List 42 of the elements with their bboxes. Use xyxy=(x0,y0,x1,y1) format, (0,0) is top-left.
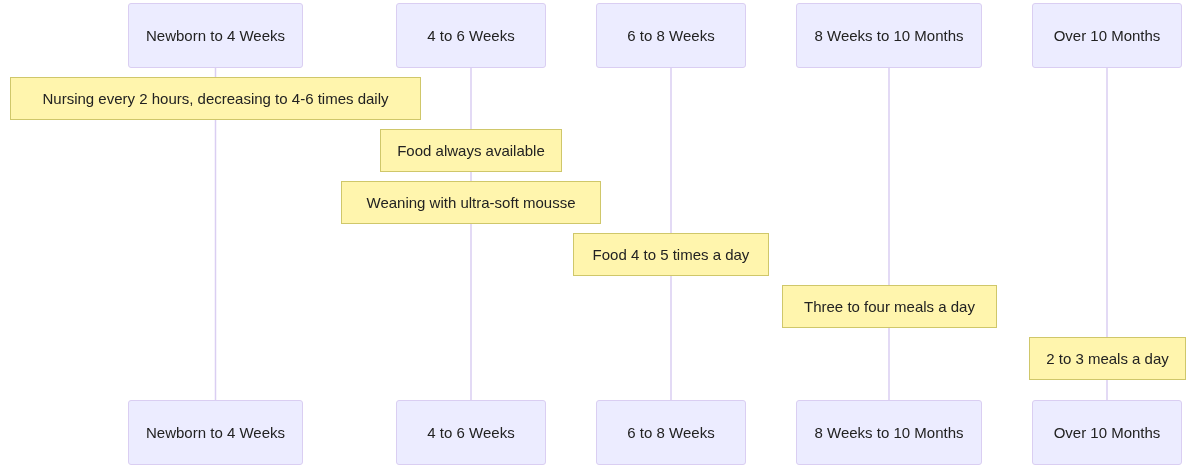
note-box xyxy=(782,285,997,328)
participant-name: 4 to 6 Weeks xyxy=(427,423,515,442)
participant-box xyxy=(796,400,982,465)
note-box xyxy=(341,181,601,224)
lifeline xyxy=(214,119,217,401)
participant-name: Newborn to 4 Weeks xyxy=(146,26,285,45)
lifeline xyxy=(470,67,472,130)
note-text: Food always available xyxy=(397,141,545,160)
note-text: Weaning with ultra-soft mousse xyxy=(366,193,576,212)
lifeline xyxy=(670,275,672,401)
lifeline xyxy=(888,327,890,401)
participant-name: 6 to 8 Weeks xyxy=(627,423,715,442)
lifeline xyxy=(1106,67,1108,338)
participant-name: 6 to 8 Weeks xyxy=(627,26,715,45)
participant-name: 4 to 6 Weeks xyxy=(427,26,515,45)
participant-box xyxy=(596,3,746,68)
participant-name: Over 10 Months xyxy=(1053,26,1161,45)
note-text: Food 4 to 5 times a day xyxy=(592,245,750,264)
note-text: Three to four meals a day xyxy=(804,297,975,316)
lifeline xyxy=(1106,379,1108,401)
lifeline xyxy=(470,223,472,401)
participant-box xyxy=(1032,3,1182,68)
participant-box xyxy=(128,3,303,68)
note-box xyxy=(10,77,421,120)
participant-name: Newborn to 4 Weeks xyxy=(146,423,285,442)
lifeline xyxy=(670,67,672,234)
participant-box xyxy=(1032,400,1182,465)
participant-box xyxy=(396,3,546,68)
note-text: 2 to 3 meals a day xyxy=(1046,349,1169,368)
participant-box xyxy=(596,400,746,465)
participant-name: 8 Weeks to 10 Months xyxy=(814,26,964,45)
participant-name: Over 10 Months xyxy=(1053,423,1161,442)
note-box xyxy=(1029,337,1186,380)
lifeline xyxy=(888,67,890,286)
participant-box xyxy=(396,400,546,465)
participant-box xyxy=(128,400,303,465)
participant-box xyxy=(796,3,982,68)
note-box xyxy=(573,233,769,276)
lifeline xyxy=(470,171,472,182)
participant-name: 8 Weeks to 10 Months xyxy=(814,423,964,442)
note-text: Nursing every 2 hours, decreasing to 4-6 times daily xyxy=(42,89,389,108)
note-box xyxy=(380,129,562,172)
